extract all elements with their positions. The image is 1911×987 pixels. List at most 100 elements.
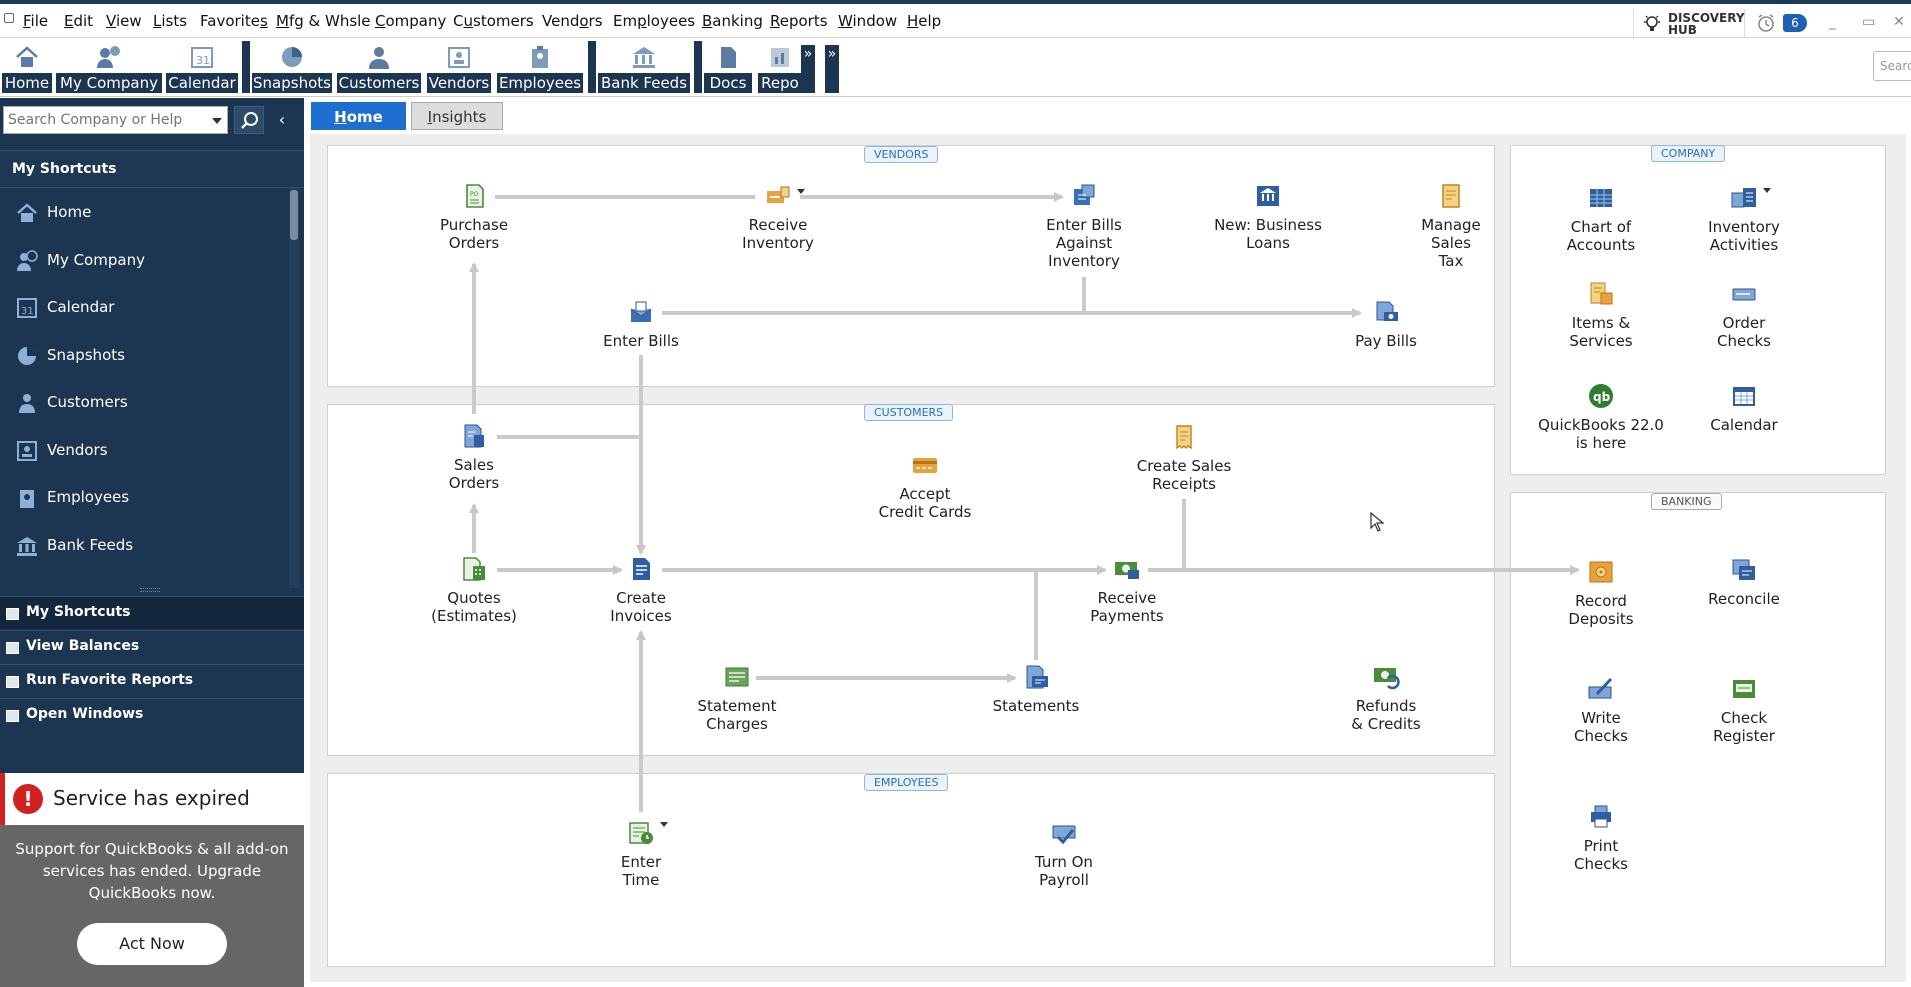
toolbar-employees-button[interactable]: Employees	[497, 39, 583, 95]
accept-credit-cards-button[interactable]: Accept Credit Cards	[869, 452, 981, 521]
notification-badge[interactable]: 6	[1783, 14, 1807, 32]
reminder-clock-icon[interactable]	[1756, 13, 1776, 33]
create-sales-receipts-label: Create Sales Receipts	[1136, 457, 1232, 493]
shortcut-my-company[interactable]: My Company	[0, 238, 288, 284]
minimize-button[interactable]: _	[1829, 14, 1836, 30]
system-menu-icon[interactable]	[4, 13, 14, 23]
menu-vendors[interactable]: Vendors	[542, 12, 603, 30]
menu-edit[interactable]: Edit	[64, 12, 94, 30]
receive-payments-button[interactable]: Receive Payments	[1077, 556, 1177, 625]
shortcuts-scrollbar[interactable]	[289, 188, 299, 588]
receive-inventory-button[interactable]: Receive Inventory	[728, 183, 828, 252]
toolbar-customers-button[interactable]: Customers	[337, 39, 421, 95]
shortcut-calendar[interactable]: 31 Calendar	[0, 285, 288, 331]
quotes-estimates-button[interactable]: Quotes (Estimates)	[419, 556, 529, 625]
service-expired-message: Support for QuickBooks & all add-on serv…	[15, 840, 289, 902]
menu-customers[interactable]: Customers	[453, 12, 534, 30]
manage-sales-tax-button[interactable]: Manage Sales Tax	[1405, 183, 1497, 270]
shortcut-customers[interactable]: Customers	[0, 380, 288, 426]
menu-banking[interactable]: Banking	[702, 12, 763, 30]
items-services-button[interactable]: Items & Services	[1548, 281, 1654, 350]
company-calendar-button[interactable]: Calendar	[1691, 383, 1797, 434]
turn-on-payroll-button[interactable]: Turn On Payroll	[1014, 820, 1114, 889]
pay-bills-button[interactable]: Pay Bills	[1336, 299, 1436, 350]
tab-home-page[interactable]: Home Page	[311, 102, 406, 154]
discovery-hub-button[interactable]: DISCOVERY HUB	[1633, 9, 1745, 37]
enter-time-button[interactable]: Enter Time	[591, 820, 691, 889]
menu-lists[interactable]: Lists	[153, 12, 188, 30]
document-icon	[721, 47, 736, 68]
toolbar-docs-button[interactable]: Docs	[704, 39, 752, 95]
enter-bills-button[interactable]: Enter Bills	[591, 299, 691, 350]
menu-reports[interactable]: Reports	[770, 12, 828, 30]
receive-inventory-dropdown-icon[interactable]	[797, 189, 805, 194]
act-now-button[interactable]: Act Now	[77, 923, 227, 965]
create-invoices-button[interactable]: Create Invoices	[591, 556, 691, 625]
shortcut-employees[interactable]: Employees	[0, 475, 288, 521]
toolbar-my-company-button[interactable]: My Company	[56, 39, 162, 95]
menu-employees[interactable]: Employees	[613, 12, 696, 30]
toolbar-bank-feeds-button[interactable]: Bank Feeds	[598, 39, 690, 95]
enter-time-dropdown-icon[interactable]	[660, 822, 668, 827]
quickbooks-version-button[interactable]: qb QuickBooks 22.0 is here	[1538, 383, 1664, 452]
company-search-box[interactable]	[3, 106, 228, 134]
reconcile-button[interactable]: Reconcile	[1691, 557, 1797, 608]
close-button[interactable]: ✕	[1893, 14, 1905, 30]
company-search-input[interactable]	[4, 107, 204, 133]
menu-company[interactable]: Company	[375, 12, 447, 30]
refunds-credits-button[interactable]: Refunds & Credits	[1336, 664, 1436, 733]
shortcut-snapshots[interactable]: Snapshots	[0, 333, 288, 379]
toolbar-vendors-button[interactable]: Vendors	[427, 39, 491, 95]
toolbar-reports-button[interactable]: Repo	[758, 39, 802, 95]
chart-of-accounts-button[interactable]: Chart of Accounts	[1548, 185, 1654, 254]
print-checks-button[interactable]: Print Checks	[1548, 804, 1654, 873]
menu-favorites[interactable]: Favorites	[200, 12, 268, 30]
resize-grip[interactable]	[140, 588, 160, 592]
toolbar-search-input[interactable]: Search	[1873, 51, 1911, 81]
toolbar-calendar-button[interactable]: 31 Calendar	[166, 39, 238, 95]
menu-help[interactable]: Help	[907, 12, 942, 30]
statement-charges-button[interactable]: Statement Charges	[686, 664, 788, 733]
shortcut-bank-feeds[interactable]: Bank Feeds	[0, 523, 288, 569]
toolbar-more-chevron[interactable]: »	[801, 45, 815, 93]
menu-file[interactable]: File	[23, 12, 49, 30]
enter-bills-against-inventory-button[interactable]: Enter Bills Against Inventory	[1033, 183, 1135, 270]
chevron-down-icon[interactable]	[212, 118, 222, 124]
statements-button[interactable]: Statements	[985, 664, 1087, 715]
search-button[interactable]	[234, 106, 264, 134]
section-view-balances[interactable]: View Balances	[0, 630, 304, 663]
menu-view[interactable]: View	[106, 12, 142, 30]
menu-mfg-whsle[interactable]: Mfg & Whsle	[276, 12, 371, 30]
restore-button[interactable]: ▭	[1862, 14, 1876, 30]
create-sales-receipts-button[interactable]: Create Sales Receipts	[1124, 424, 1244, 493]
section-run-favorite-reports[interactable]: Run Favorite Reports	[0, 664, 304, 697]
order-checks-button[interactable]: Order Checks	[1691, 281, 1797, 350]
new-business-loans-button[interactable]: New: Business Loans	[1203, 183, 1333, 252]
toolbar-label: Docs	[704, 73, 752, 93]
employees-section-label: EMPLOYEES	[864, 774, 949, 791]
check-register-button[interactable]: Check Register	[1691, 676, 1797, 745]
inventory-activities-button[interactable]: Inventory Activities	[1691, 185, 1797, 254]
menu-window[interactable]: Window	[838, 12, 898, 30]
new-business-loans-label: New: Business Loans	[1214, 216, 1322, 252]
sales-orders-button[interactable]: Sales Orders	[424, 423, 524, 492]
shortcut-vendors[interactable]: Vendors	[0, 428, 288, 474]
inventory-activities-dropdown-icon[interactable]	[1763, 188, 1771, 193]
person-icon	[19, 394, 35, 413]
shortcuts-scroll-thumb[interactable]	[290, 190, 298, 240]
shortcut-label: Bank Feeds	[47, 536, 134, 554]
house-icon	[16, 46, 38, 67]
collapse-panel-button[interactable]: ‹	[278, 110, 286, 129]
toolbar-overflow-chevron[interactable]: »	[825, 45, 839, 93]
toolbar-snapshots-button[interactable]: Snapshots	[252, 39, 332, 95]
tab-insights[interactable]: Insights	[411, 102, 503, 130]
record-deposits-button[interactable]: Record Deposits	[1548, 559, 1654, 628]
shortcuts-icon	[6, 608, 19, 620]
shortcut-home[interactable]: Home	[0, 190, 288, 236]
purchase-orders-button[interactable]: PO Purchase Orders	[424, 183, 524, 252]
write-checks-button[interactable]: Write Checks	[1548, 676, 1654, 745]
toolbar-home-button[interactable]: Home	[2, 39, 52, 95]
section-my-shortcuts[interactable]: My Shortcuts	[0, 596, 304, 629]
payroll-icon	[1052, 825, 1076, 845]
section-open-windows[interactable]: Open Windows	[0, 698, 304, 731]
